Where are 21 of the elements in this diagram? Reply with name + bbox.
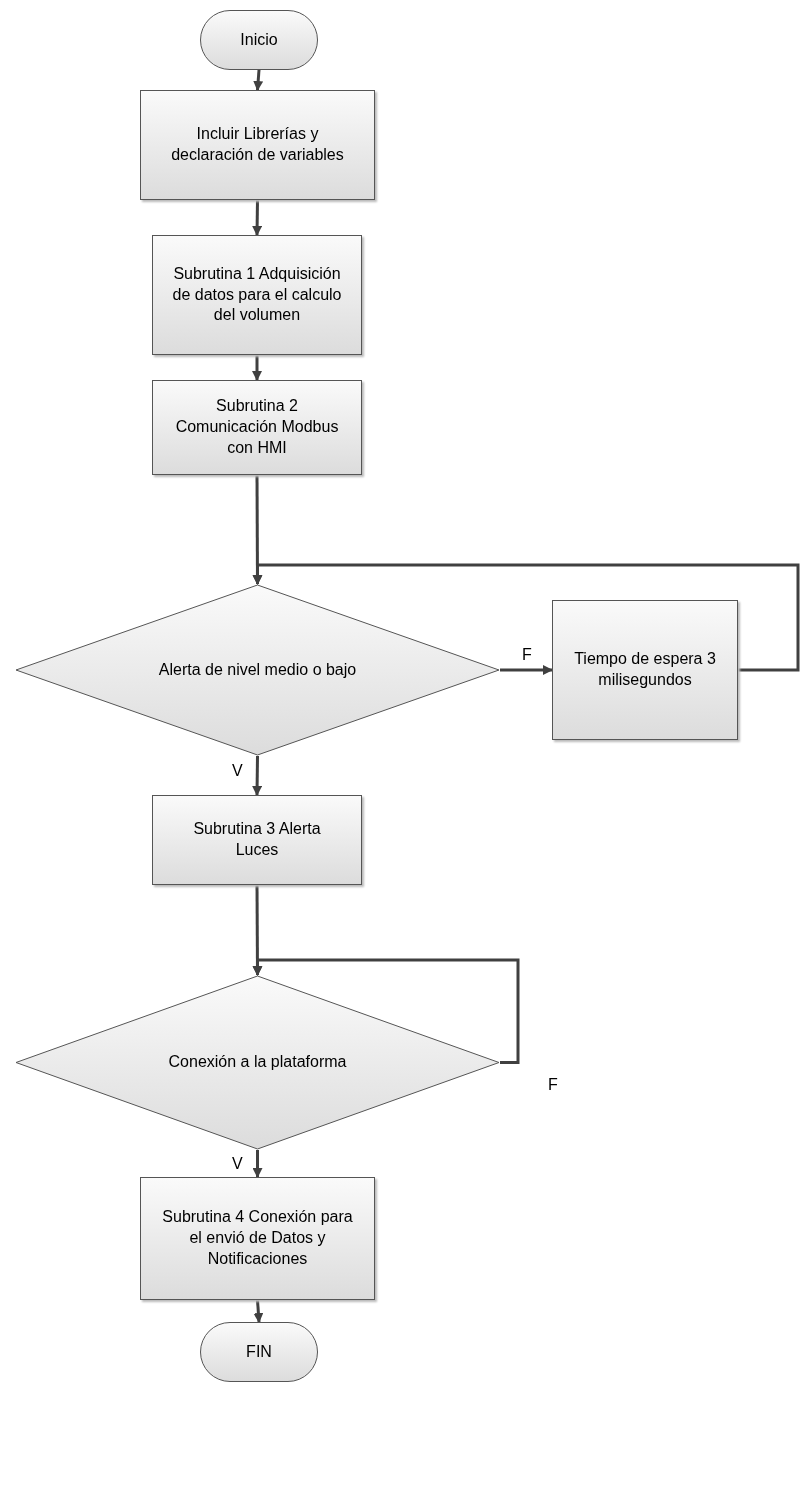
process-box: Tiempo de espera 3 milisegundos <box>552 600 738 740</box>
terminator: Inicio <box>200 10 318 70</box>
node-text: Alerta de nivel medio o bajo <box>158 659 357 680</box>
process-box: Subrutina 4 Conexión para el envió de Datos y Notificaciones <box>140 1177 375 1300</box>
arrow <box>252 563 800 672</box>
arrow <box>253 1299 264 1323</box>
decision-diamond <box>15 975 500 1150</box>
arrow <box>252 199 263 236</box>
arrow <box>252 755 263 796</box>
arrow <box>252 1150 263 1178</box>
decision-diamond <box>15 584 500 756</box>
arrow <box>253 69 264 91</box>
process-box: Subrutina 3 Alerta Luces <box>152 795 362 885</box>
process-box: Subrutina 1 Adquisición de datos para el calculo del volumen <box>152 235 362 355</box>
process-box: Incluir Librerías y declaración de variables <box>140 90 375 200</box>
terminator: FIN <box>200 1322 318 1382</box>
arrow <box>252 355 262 381</box>
arrow <box>252 958 520 1064</box>
node-text: Conexión a la plataforma <box>168 1052 347 1073</box>
process-box: Subrutina 2 Comunicación Modbus con HMI <box>152 380 362 475</box>
arrow <box>500 665 553 675</box>
